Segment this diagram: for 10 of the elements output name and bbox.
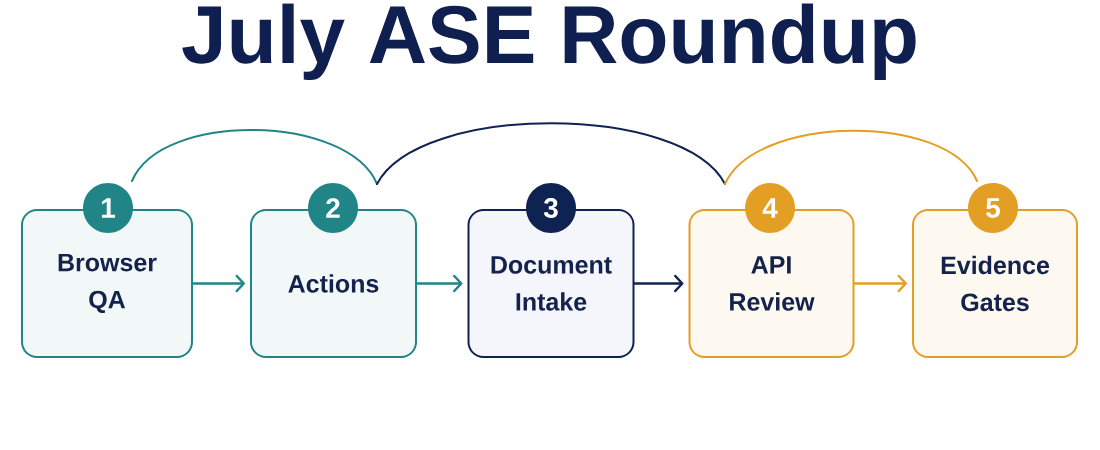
number-badge: 5 — [968, 183, 1018, 233]
arrow — [415, 274, 463, 293]
number-badge: 1 — [83, 183, 133, 233]
arrow — [633, 274, 684, 293]
title: July ASE Roundup — [182, 3, 916, 80]
number-badge: 4 — [745, 183, 795, 233]
arrow — [853, 274, 907, 293]
arrow — [191, 274, 245, 293]
number-badge: 2 — [308, 183, 358, 233]
number-badge: 3 — [526, 183, 576, 233]
